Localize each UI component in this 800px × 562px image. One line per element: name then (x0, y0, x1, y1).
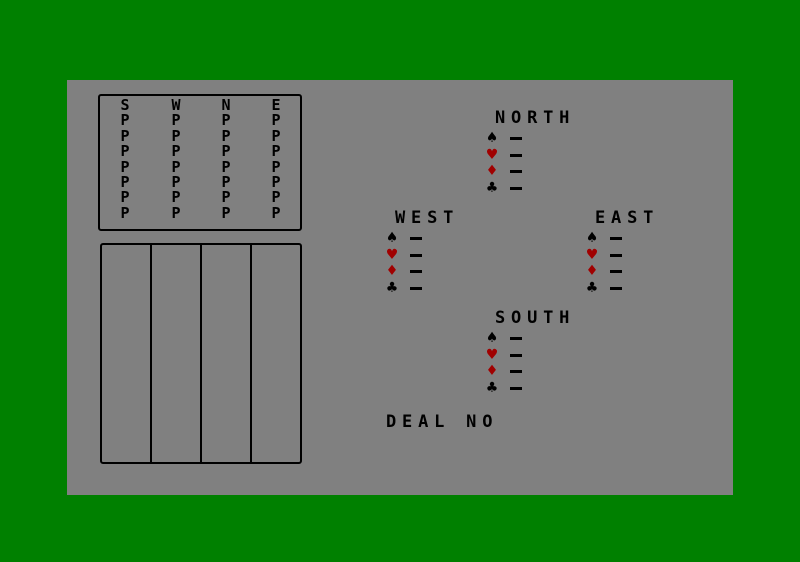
suit-row: ♠ (484, 328, 534, 348)
heart-icon: ♥ (486, 144, 498, 165)
bid-cell: P (221, 111, 231, 130)
suit-cards (510, 137, 522, 140)
suit-cards (410, 286, 422, 290)
club-icon: ♣ (486, 177, 498, 198)
trick-column (252, 245, 300, 462)
diamond-icon: ♦ (486, 361, 498, 381)
suit-cards (510, 370, 522, 373)
suit-cards (610, 237, 622, 240)
bid-cell: P (120, 126, 130, 145)
bid-cell: P (221, 173, 231, 192)
bid-column-header: N (221, 96, 231, 114)
suit-row: ♠ (584, 228, 634, 248)
bid-cell: P (221, 126, 231, 145)
suit-cards (610, 253, 622, 257)
bid-cell: P (120, 157, 130, 176)
hand-label: EAST (595, 208, 660, 228)
club-icon: ♣ (586, 277, 598, 298)
spade-icon: ♠ (486, 128, 498, 148)
hand-label: WEST (395, 208, 460, 228)
suit-row: ♣ (484, 177, 534, 198)
bid-cell: P (120, 142, 130, 161)
bid-cell: P (120, 173, 130, 192)
spade-icon: ♠ (586, 228, 598, 248)
diamond-icon: ♦ (386, 261, 398, 281)
bid-cell: P (171, 203, 181, 222)
suit-row: ♠ (484, 128, 534, 148)
bid-cell: P (171, 111, 181, 130)
suit-row: ♥ (484, 344, 534, 365)
bid-cell: P (271, 173, 281, 192)
suit-row: ♥ (584, 244, 634, 265)
bid-cell: P (271, 142, 281, 161)
suit-cards (410, 237, 422, 240)
heart-icon: ♥ (486, 344, 498, 365)
heart-icon: ♥ (386, 244, 398, 265)
bid-cell: P (221, 188, 231, 207)
suit-row: ♠ (384, 228, 434, 248)
bid-cell: P (171, 142, 181, 161)
diamond-icon: ♦ (586, 261, 598, 281)
bid-cell: P (120, 111, 130, 130)
suit-cards (610, 286, 622, 290)
suit-row: ♣ (484, 377, 534, 398)
bid-cell: P (271, 157, 281, 176)
club-icon: ♣ (386, 277, 398, 298)
hand-label: NORTH (495, 108, 576, 128)
bid-column-header: W (171, 96, 181, 114)
game-table (67, 80, 733, 495)
club-icon: ♣ (486, 377, 498, 398)
suit-row: ♥ (384, 244, 434, 265)
trick-column (152, 245, 202, 462)
suit-row: ♦ (484, 161, 534, 181)
bid-cell: P (221, 203, 231, 222)
bid-column-header: E (271, 96, 281, 114)
bid-cell: P (271, 126, 281, 145)
suit-cards (510, 386, 522, 390)
trick-column (202, 245, 252, 462)
bid-cell: P (221, 157, 231, 176)
diamond-icon: ♦ (486, 161, 498, 181)
bid-column-header: S (120, 96, 130, 114)
bid-cell: P (171, 173, 181, 192)
trick-column (102, 245, 152, 462)
suit-cards (510, 153, 522, 157)
bid-cell: P (171, 157, 181, 176)
hand-label: SOUTH (495, 308, 576, 328)
suit-row: ♥ (484, 144, 534, 165)
suit-row: ♦ (584, 261, 634, 281)
spade-icon: ♠ (386, 228, 398, 248)
suit-cards (510, 353, 522, 357)
bid-cell: P (271, 111, 281, 130)
bid-cell: P (120, 203, 130, 222)
bid-cell: P (271, 188, 281, 207)
trick-table (100, 243, 302, 464)
bid-cell: P (120, 188, 130, 207)
suit-row: ♣ (584, 277, 634, 298)
suit-row: ♣ (384, 277, 434, 298)
suit-cards (510, 186, 522, 190)
bid-cell: P (221, 142, 231, 161)
bid-cell: P (271, 203, 281, 222)
heart-icon: ♥ (586, 244, 598, 265)
bid-cell: P (171, 126, 181, 145)
suit-row: ♦ (384, 261, 434, 281)
suit-cards (510, 337, 522, 340)
deal-number-label: DEAL NO (386, 412, 499, 432)
bid-cell: P (171, 188, 181, 207)
spade-icon: ♠ (486, 328, 498, 348)
suit-cards (410, 253, 422, 257)
suit-cards (410, 270, 422, 273)
suit-cards (610, 270, 622, 273)
suit-row: ♦ (484, 361, 534, 381)
suit-cards (510, 170, 522, 173)
